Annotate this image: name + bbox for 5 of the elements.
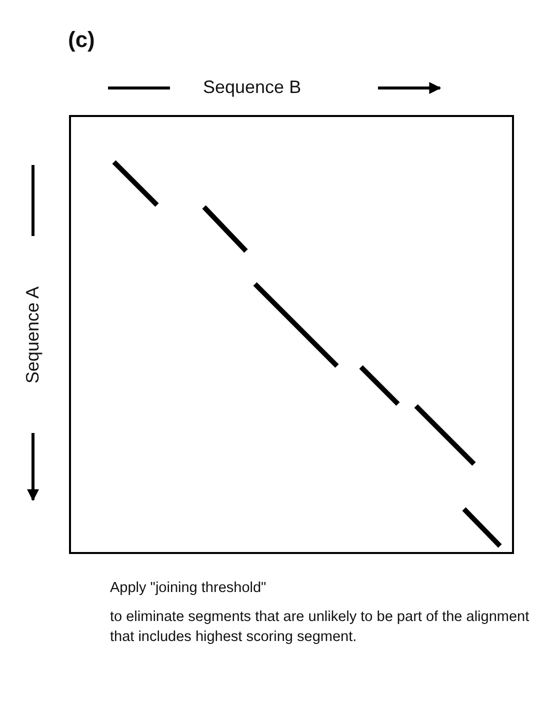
- axis-label: Sequence B: [203, 77, 302, 98]
- panel-label: (c): [68, 27, 95, 53]
- note-heading: Apply "joining threshold": [110, 580, 266, 596]
- note-text: to eliminate segments that are unlikely to be part of the alignment that includes highest scoring segment.: [110, 608, 530, 647]
- axis-label: Sequence A: [22, 286, 44, 384]
